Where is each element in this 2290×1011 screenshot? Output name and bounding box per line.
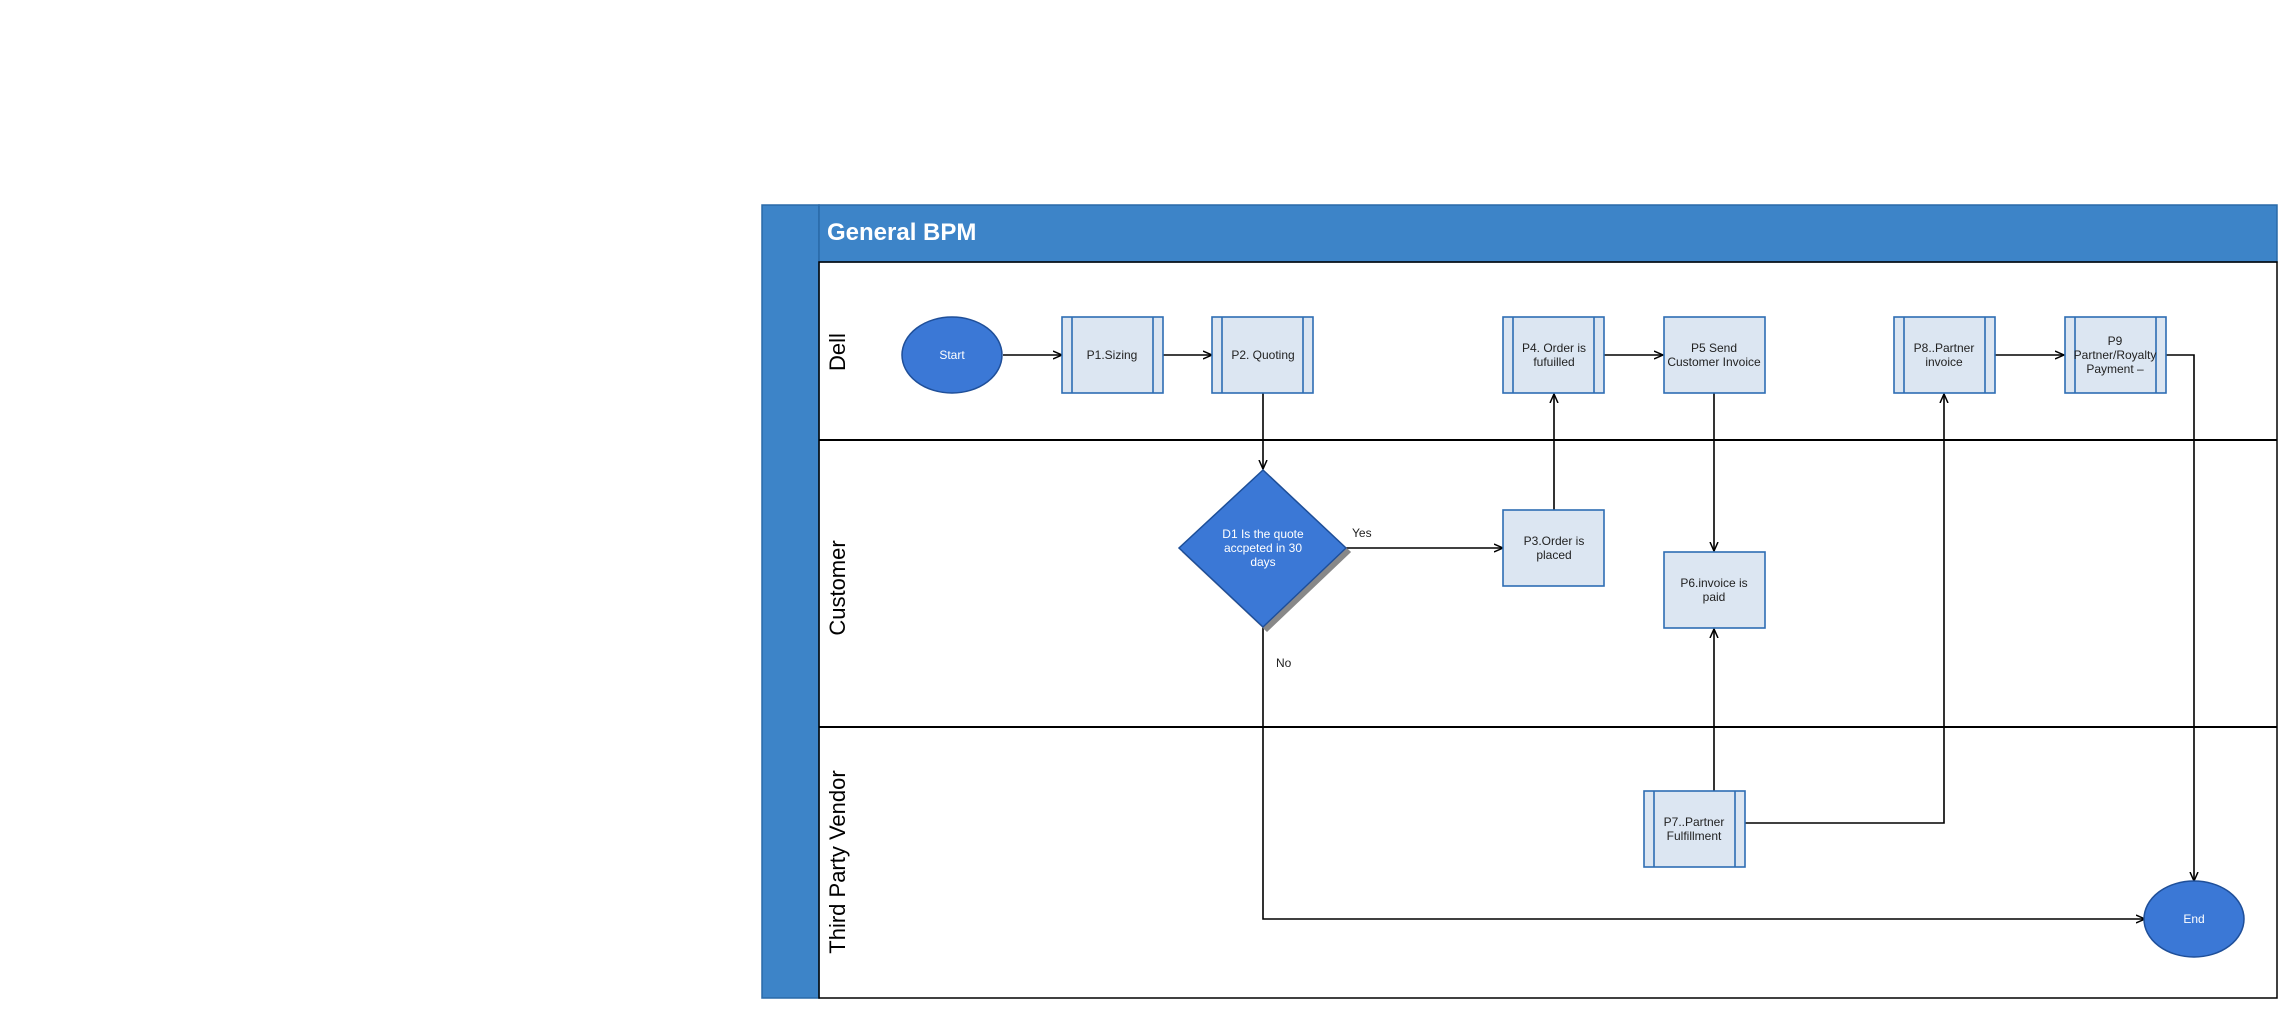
node-label-end: End — [2183, 912, 2204, 926]
lane-label-dell: Dell — [825, 333, 850, 371]
edges — [1003, 355, 2194, 919]
node-label-line: Start — [939, 348, 965, 362]
node-label-line: P6.invoice is — [1680, 576, 1747, 590]
node-label-line: P8..Partner — [1914, 341, 1975, 355]
edge-d1-end-no — [1262, 627, 2145, 919]
task-p1: P1.Sizing — [1061, 316, 1164, 394]
lane-label-customer: Customer — [825, 540, 850, 635]
pool-title: General BPM — [827, 219, 976, 246]
node-label-line: Payment – — [2086, 362, 2144, 376]
task-p2: P2. Quoting — [1211, 316, 1314, 394]
node-label-line: P3.Order is — [1524, 534, 1585, 548]
node-label-p2: P2. Quoting — [1231, 348, 1294, 362]
node-label-line: fufuilled — [1533, 355, 1574, 369]
node-label-p1: P1.Sizing — [1087, 348, 1138, 362]
pool-left-band — [761, 204, 820, 999]
edge-label-yes: Yes — [1352, 526, 1372, 540]
node-label-line: Partner/Royalty — [2074, 348, 2157, 362]
node-label-line: placed — [1536, 548, 1571, 562]
node-label-line: P4. Order is — [1522, 341, 1586, 355]
start-event: Start — [901, 316, 1003, 394]
node-label-line: Customer Invoice — [1667, 355, 1761, 369]
node-label-line: accpeted in 30 — [1224, 541, 1302, 555]
node-label-line: P5 Send — [1691, 341, 1737, 355]
node-label-start: Start — [939, 348, 965, 362]
end-event: End — [2143, 880, 2245, 958]
node-label-line: days — [1250, 555, 1275, 569]
node-label-line: D1 Is the quote — [1222, 527, 1304, 541]
node-label-line: paid — [1703, 590, 1726, 604]
pool: General BPM — [761, 204, 2278, 999]
node-label-line: P7..Partner — [1664, 815, 1725, 829]
node-label-line: P1.Sizing — [1087, 348, 1138, 362]
edge-label-no: No — [1276, 656, 1292, 670]
lane-label-third-party-vendor: Third Party Vendor — [825, 770, 850, 953]
node-label-line: End — [2183, 912, 2204, 926]
node-label-line: invoice — [1925, 355, 1963, 369]
node-label-line: Fulfillment — [1667, 829, 1722, 843]
pool-header — [818, 204, 2278, 263]
edge-p7-p8 — [1744, 394, 1944, 824]
node-label-line: P2. Quoting — [1231, 348, 1294, 362]
pool-body — [818, 261, 2278, 999]
edge-p9-end — [2165, 354, 2194, 881]
node-label-line: P9 — [2108, 334, 2123, 348]
